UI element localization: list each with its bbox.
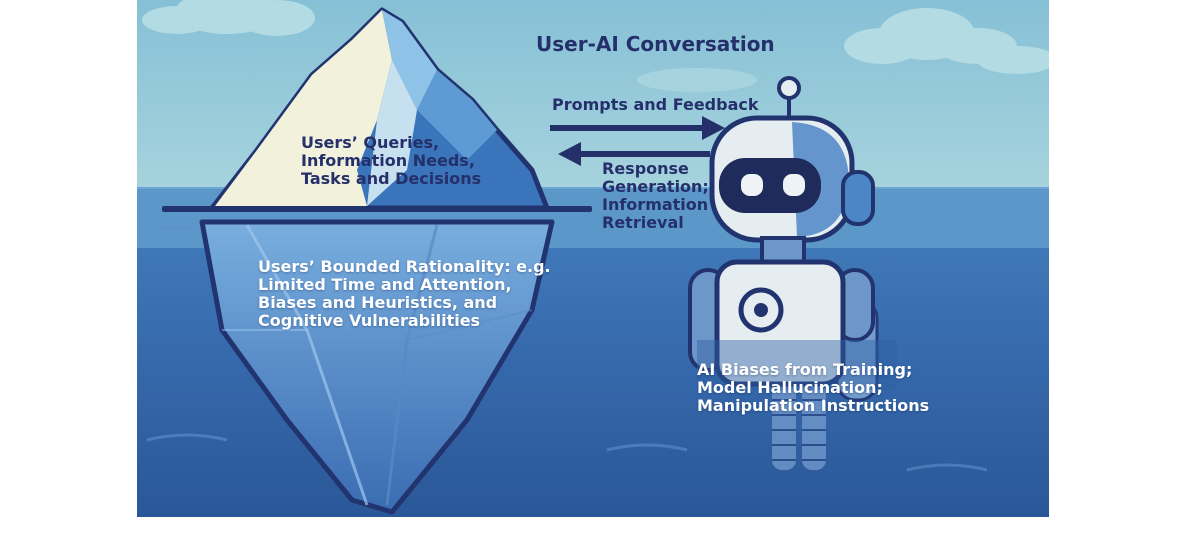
illustration: User-AI Conversation Prompts and Feedbac… <box>137 0 1049 517</box>
cloud-left <box>142 0 315 36</box>
robot <box>688 76 897 390</box>
arrow-back <box>558 142 710 166</box>
robot-submerged <box>772 298 879 470</box>
iceberg-submerged-label: Users’ Bounded Rationality: e.g. Limited… <box>258 257 551 330</box>
diagram-title: User-AI Conversation <box>536 32 775 56</box>
scene-graphic <box>137 0 1049 517</box>
arrow-back-label: Response Generation; Information Retriev… <box>602 159 709 232</box>
waterline <box>162 206 592 212</box>
iceberg-tip <box>209 7 550 211</box>
arrow-forward <box>550 116 725 140</box>
cloud-right <box>844 8 1049 74</box>
robot-submerged-label: AI Biases from Training; Model Hallucina… <box>697 360 930 415</box>
iceberg-tip-label: Users’ Queries, Information Needs, Tasks… <box>301 133 482 188</box>
cloud-mid <box>637 68 757 92</box>
arrow-forward-label: Prompts and Feedback <box>552 95 759 114</box>
iceberg-underwater <box>199 219 555 515</box>
